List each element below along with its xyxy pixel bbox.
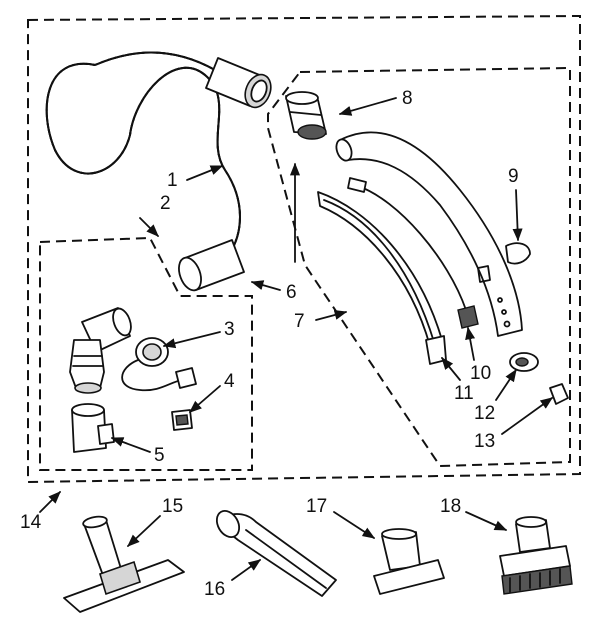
callout-11: 11 [454,383,474,404]
callout-4: 4 [224,371,235,392]
latch-part-12 [509,352,539,372]
wand-upper-part [335,131,523,337]
clip-part-9 [505,242,531,265]
leader-5 [110,437,151,453]
leader-2 [139,217,159,237]
upholstery-tool-part [373,528,445,595]
leader-9 [512,189,523,242]
callout-18: 18 [440,496,462,517]
leader-15 [127,515,161,547]
dusting-brush-part [499,516,573,595]
callout-15: 15 [162,496,184,517]
leader-13 [501,397,554,435]
leader-10 [465,326,476,361]
leader-4 [189,385,221,413]
callout-3: 3 [224,319,235,340]
leader-17 [333,511,376,539]
attachment-group-frame [39,236,253,471]
callout-10: 10 [470,363,492,384]
callout-12: 12 [474,403,496,424]
leader-12 [495,368,517,401]
floor-nozzle-part [63,515,185,613]
clip-part [171,409,193,431]
leader-1 [186,165,224,181]
elbow-part [69,307,132,394]
crevice-tool-part [215,509,337,597]
leader-8 [338,97,397,116]
leader-14 [39,491,61,513]
leader-11 [441,357,461,381]
callout-17: 17 [306,496,328,517]
wand-lower-part [317,177,479,365]
leader-18 [465,511,508,531]
callout-2: 2 [160,193,171,214]
leader-6a [250,280,281,291]
coupling-part [285,91,327,140]
callout-16: 16 [204,579,226,600]
leader-3 [162,331,221,349]
callout-7: 7 [294,311,305,332]
callout-6: 6 [286,282,297,303]
callout-14: 14 [20,512,42,533]
outer-kit-frame [27,14,581,484]
callout-8: 8 [402,88,413,109]
hose-part [45,51,272,292]
cord-ring-part [121,337,197,392]
callout-13: 13 [474,431,496,452]
callout-1: 1 [167,170,178,191]
leader-16 [231,559,262,581]
leader-7 [315,310,348,321]
leader-lines [39,97,554,581]
adapter-part [71,403,115,453]
callout-5: 5 [154,445,165,466]
callout-9: 9 [508,166,519,187]
wand-assembly-frame [267,66,571,468]
button-part-13 [549,383,569,405]
